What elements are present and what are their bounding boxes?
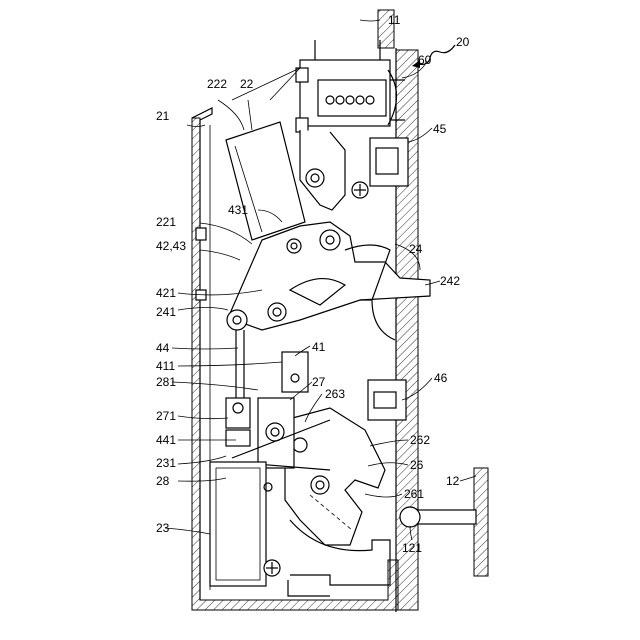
- label-231: 231: [156, 456, 176, 470]
- block-22: [226, 122, 305, 240]
- label-45: 45: [433, 122, 447, 136]
- bracket-46: [368, 380, 406, 420]
- label-281: 281: [156, 375, 176, 389]
- label-46: 46: [434, 371, 448, 385]
- label-28: 28: [156, 474, 170, 488]
- label-431: 431: [228, 203, 248, 217]
- label-12: 12: [446, 474, 460, 488]
- label-20: 20: [456, 35, 470, 49]
- label-11: 11: [388, 13, 401, 27]
- label-411: 411: [156, 359, 175, 373]
- label-42-43: 42,43: [156, 239, 186, 253]
- label-23: 23: [156, 521, 170, 535]
- label-121: 121: [402, 541, 422, 555]
- label-26: 26: [410, 458, 424, 472]
- cylinder-60: [296, 40, 405, 132]
- label-21: 21: [156, 109, 170, 123]
- label-44: 44: [156, 341, 170, 355]
- label-22: 22: [240, 77, 254, 91]
- label-41: 41: [312, 340, 326, 354]
- label-222: 222: [207, 77, 227, 91]
- label-262: 262: [410, 433, 430, 447]
- label-271: 271: [156, 409, 176, 423]
- label-27: 27: [312, 375, 326, 389]
- block-23: [210, 462, 280, 586]
- label-441: 441: [156, 433, 176, 447]
- label-60: 60: [418, 53, 432, 67]
- label-421: 421: [156, 286, 176, 300]
- label-261: 261: [404, 487, 424, 501]
- arm-upper: [300, 130, 345, 210]
- label-242: 242: [440, 274, 460, 288]
- latch-26: [285, 408, 385, 545]
- part-41: [282, 352, 308, 392]
- label-241: 241: [156, 305, 176, 319]
- label-24: 24: [409, 242, 423, 256]
- label-221: 221: [156, 215, 176, 229]
- label-263: 263: [325, 387, 345, 401]
